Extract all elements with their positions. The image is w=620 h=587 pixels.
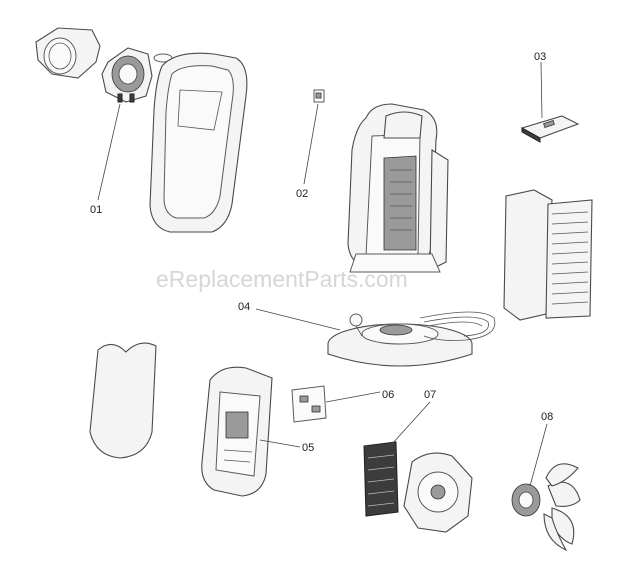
callout-05: 05 (302, 442, 314, 454)
callout-06: 06 (382, 389, 394, 401)
filter-panel-part (503, 189, 553, 321)
front-cover-panel-part (89, 342, 157, 459)
callout-02: 02 (296, 188, 308, 200)
callout-07: 07 (424, 389, 436, 401)
grille-part (545, 199, 593, 319)
front-housing-part (347, 103, 449, 273)
part-07-filter (363, 441, 399, 517)
part-08-motor-fan (511, 463, 581, 552)
part-03-remote (520, 115, 580, 143)
part-06-circuit-board (291, 385, 327, 423)
rear-shell-part (149, 52, 248, 233)
part-01-motor-housing (101, 47, 153, 103)
part-04-base-cord (327, 311, 496, 367)
fan-housing-part (403, 452, 473, 533)
callout-01: 01 (90, 204, 102, 216)
callout-04: 04 (238, 301, 250, 313)
callout-03: 03 (534, 51, 546, 63)
callout-08: 08 (541, 411, 553, 423)
watermark-text: eReplacementParts.com (156, 266, 408, 292)
leader-lines (97, 61, 548, 487)
part-05-inner-frame (201, 366, 273, 497)
rear-cap-part (35, 27, 101, 79)
part-02-clip (313, 89, 325, 103)
